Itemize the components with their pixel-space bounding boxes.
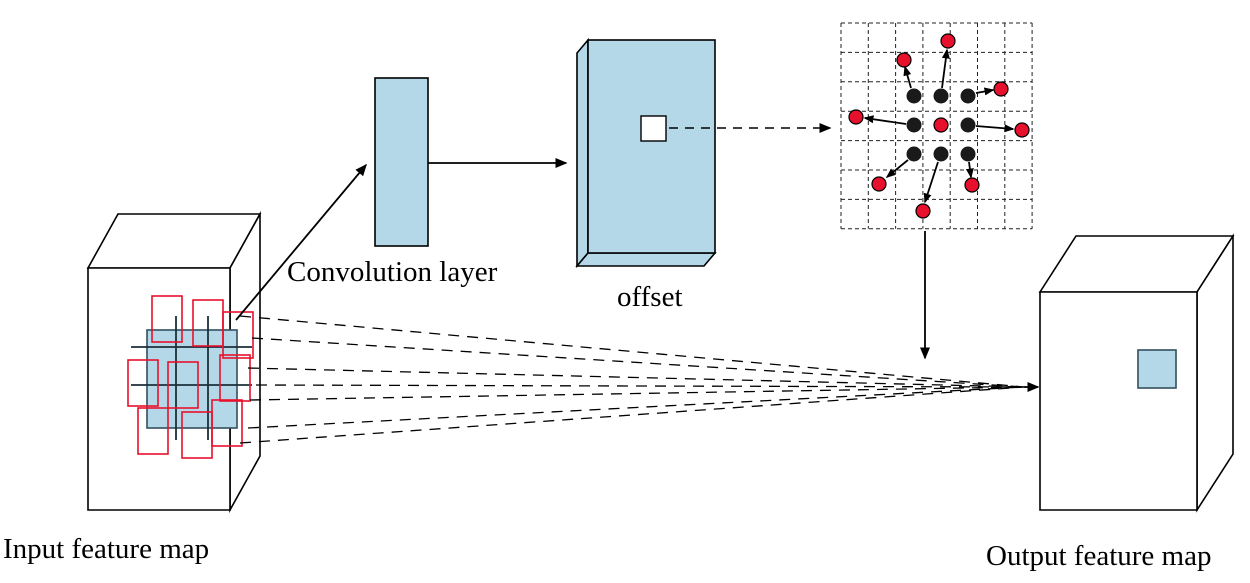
offset-displacement-arrow (903, 65, 912, 89)
offset-sampling-grid (840, 22, 1033, 230)
regular-sampling-dot (906, 117, 922, 133)
grid-lines (840, 22, 1033, 230)
deformable-sampling-boxes (127, 295, 254, 459)
sampling-box (219, 354, 251, 402)
regular-sampling-dot (906, 88, 922, 104)
sampling-box (137, 407, 169, 455)
offset-sample-cell (640, 115, 667, 142)
offset-displacement-arrow (965, 161, 974, 179)
arrow-input-to-conv (235, 163, 367, 321)
offset-sampling-dot (933, 117, 949, 133)
offset-displacement-arrow (941, 48, 950, 89)
offset-slab-left-edge (576, 37, 589, 269)
offset-displacement-arrow (863, 115, 907, 125)
offset-sampling-dot (871, 176, 887, 192)
regular-sampling-dot (933, 146, 949, 162)
sampling-box (127, 359, 159, 407)
projection-line (247, 367, 1025, 388)
projection-line (239, 386, 1025, 444)
projection-line (249, 386, 1025, 401)
output-slab-front-face (1039, 291, 1198, 511)
convolution-layer-label: Convolution layer (287, 256, 498, 288)
offset-sampling-dot (964, 177, 980, 193)
sampling-box (151, 295, 183, 343)
output-feature-map-label: Output feature map (986, 540, 1211, 572)
regular-sampling-dot (960, 146, 976, 162)
regular-sampling-dot (960, 88, 976, 104)
offset-displacement-arrow (923, 161, 939, 204)
convolution-layer-block (374, 77, 429, 247)
sampling-box (222, 311, 254, 359)
sampling-box (167, 361, 199, 409)
regular-sampling-dot (906, 146, 922, 162)
offset-sampling-dot (896, 52, 912, 68)
projection-line (239, 315, 1025, 388)
offset-sampling-dot (1014, 122, 1030, 138)
regular-sampling-dot (933, 88, 949, 104)
sampling-box (211, 399, 243, 447)
offset-field (575, 37, 717, 269)
output-feature-map (1038, 233, 1235, 513)
input-feature-map-label: Input feature map (3, 533, 209, 565)
offset-displacement-arrow (975, 124, 1015, 133)
projection-lines (239, 315, 1025, 444)
offset-displacement-arrows (863, 48, 1015, 204)
input-feature-map (86, 210, 262, 514)
projection-line (247, 386, 1025, 429)
offset-label: offset (617, 281, 683, 313)
offset-displacement-arrow (885, 159, 909, 178)
offset-sampling-dot (848, 109, 864, 125)
projection-line (255, 384, 1025, 388)
offset-slab-front-face (587, 39, 716, 254)
regular-sampling-dot (960, 117, 976, 133)
offset-sampling-dot (993, 81, 1009, 97)
grid-sampling-dots (848, 33, 1030, 219)
projection-line (251, 337, 1025, 388)
output-cell (1137, 349, 1177, 389)
offset-sampling-dot (940, 33, 956, 49)
offset-slab-bottom-edge (575, 252, 717, 267)
offset-displacement-arrow (975, 87, 995, 96)
offset-sampling-dot (915, 203, 931, 219)
